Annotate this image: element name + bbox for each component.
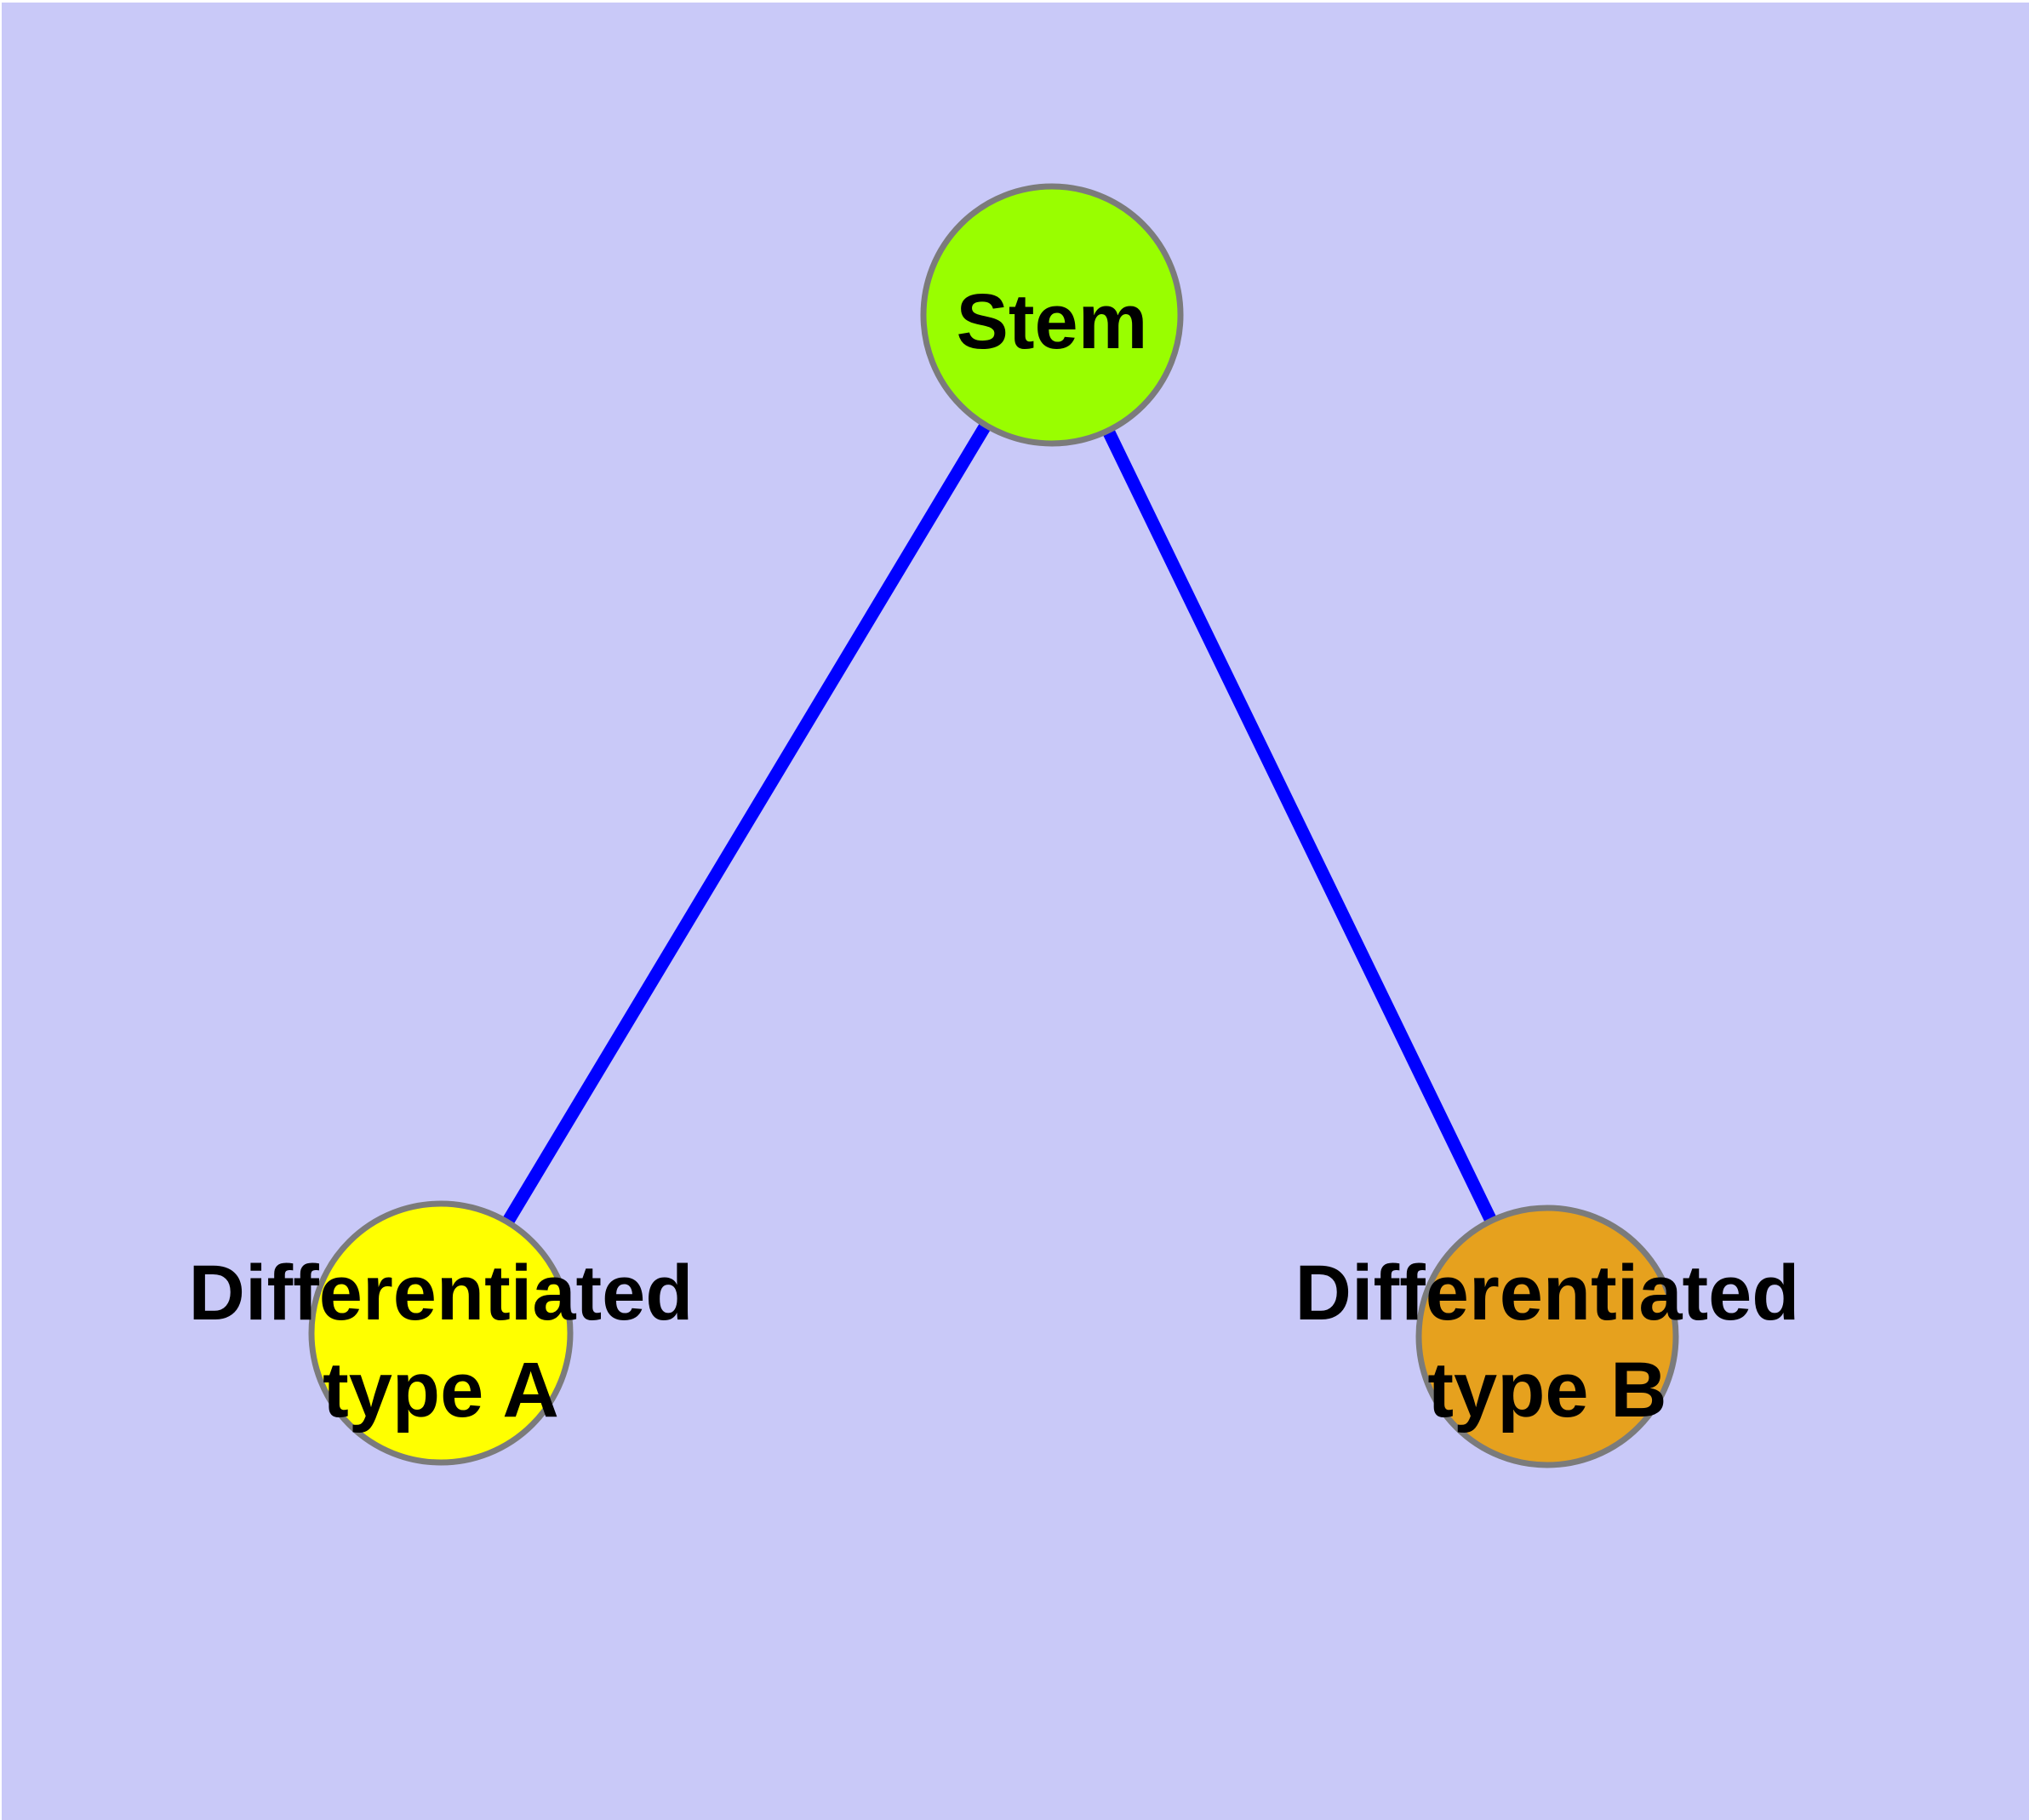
type-a-node-label-line1: Differentiated (189, 1250, 694, 1336)
edges (435, 312, 1553, 1340)
edge-stem-to-type-b (1046, 312, 1553, 1340)
type-a-node-circle[interactable] (308, 1200, 574, 1466)
type-a-node-label-line2: type A (323, 1347, 559, 1434)
node-differentiated-type-a[interactable]: Differentiated type A (189, 1200, 694, 1466)
stem-node-circle[interactable] (920, 183, 1184, 447)
node-differentiated-type-b[interactable]: Differentiated type B (1295, 1205, 1800, 1468)
edge-stem-to-type-a (435, 312, 1058, 1336)
stem-node-label: Stem (957, 278, 1148, 365)
node-stem[interactable]: Stem (920, 183, 1184, 447)
type-b-node-label-line2: type B (1427, 1347, 1666, 1434)
type-b-node-label-line1: Differentiated (1295, 1250, 1800, 1336)
type-b-node-circle[interactable] (1415, 1205, 1679, 1468)
